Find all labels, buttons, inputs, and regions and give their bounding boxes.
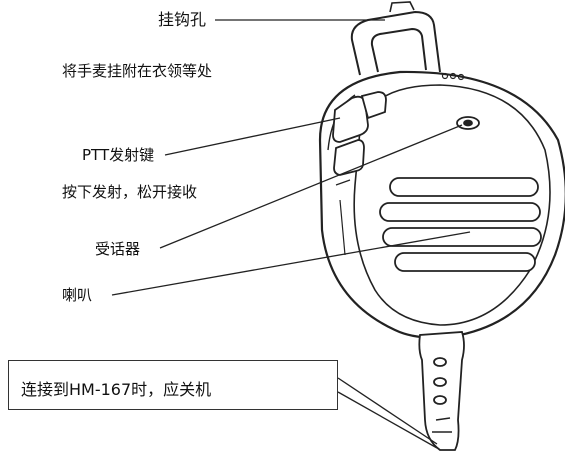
indicator-dots [441,72,465,81]
label-hook-desc: 将手麦挂附在衣领等处 [62,62,213,80]
belt-clip [350,1,441,76]
label-receiver: 受话器 [95,240,141,258]
callout-text: 连接到HM-167时，应关机 [21,380,212,399]
label-speaker: 喇叭 [62,286,93,304]
speaker-grill [379,177,542,272]
cable [418,331,465,451]
label-ptt-desc: 按下发射，松开接收 [62,183,198,201]
label-hook-hole: 挂钩孔 [158,10,207,29]
receiver-hole [456,116,480,130]
leader-lines [111,19,471,449]
callout-box: 连接到HM-167时，应关机 [8,360,338,410]
ptt-side-buttons [332,91,387,186]
label-ptt-key: PTT发射键 [82,146,155,164]
